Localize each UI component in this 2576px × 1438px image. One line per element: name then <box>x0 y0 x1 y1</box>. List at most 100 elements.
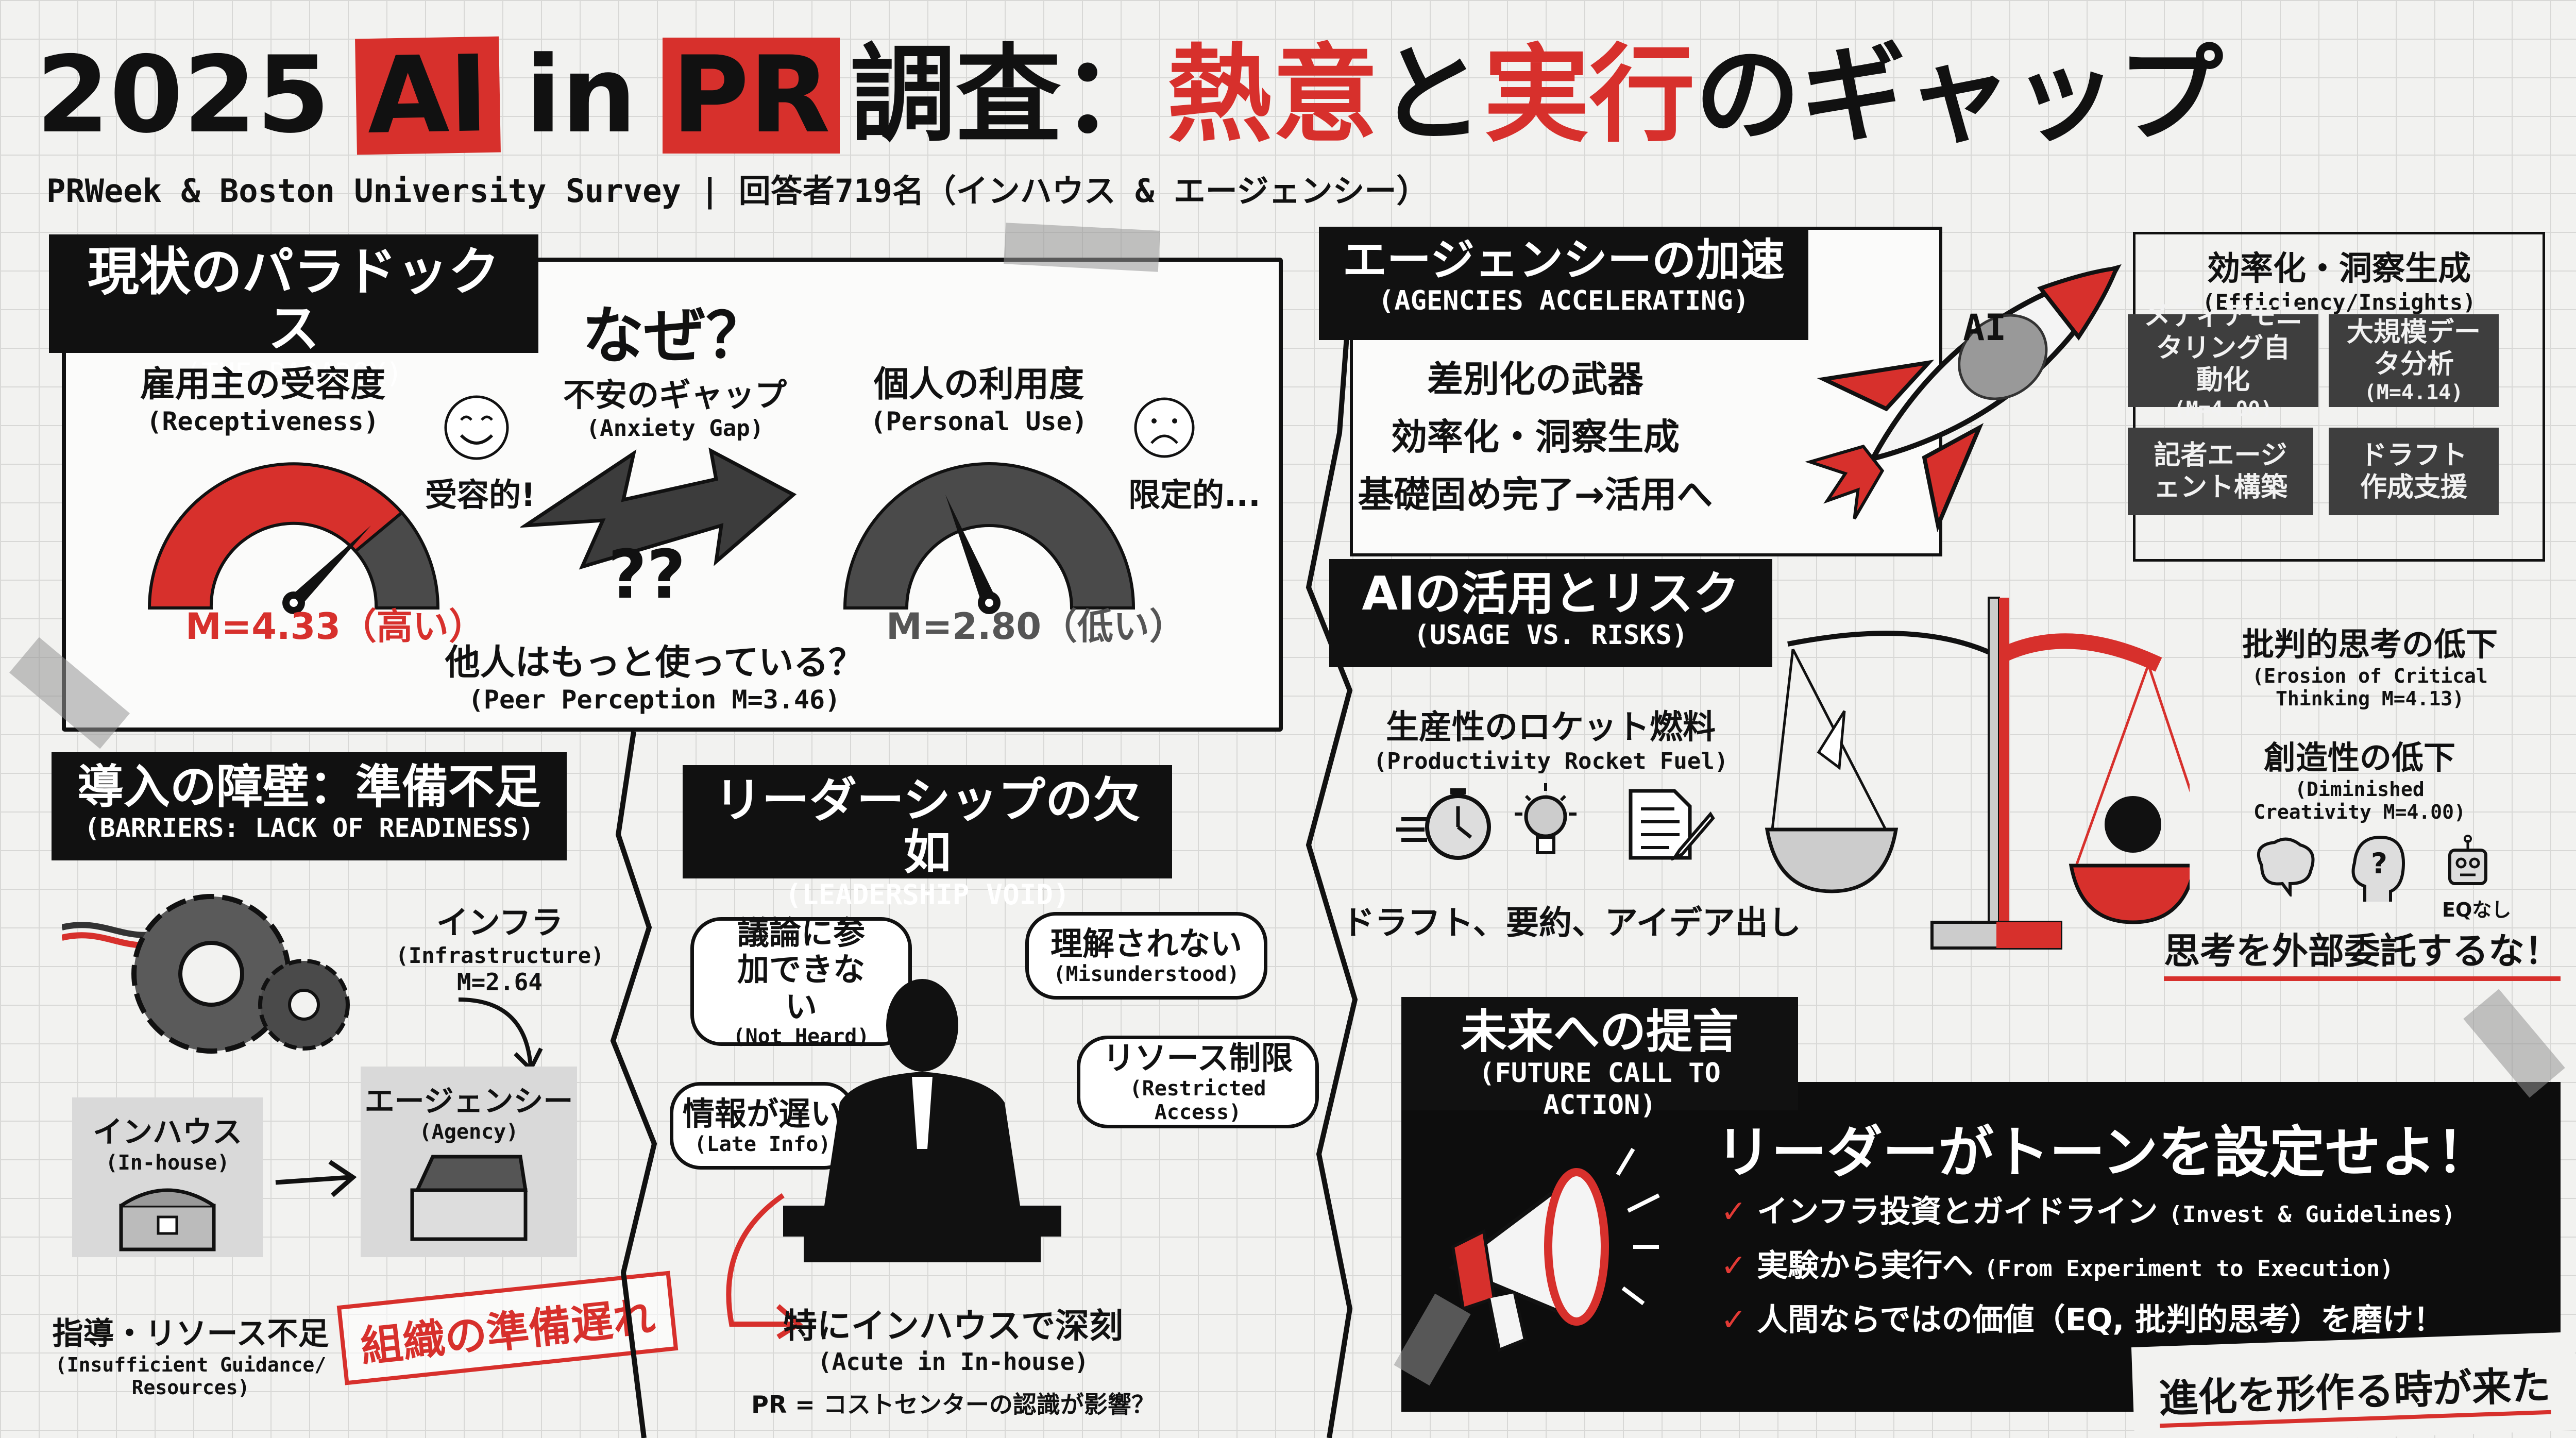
title-execution: 実行 <box>1483 33 1695 157</box>
sad-face-icon <box>1134 397 1195 458</box>
robot-icon <box>2448 835 2487 885</box>
checkmark-icon: ✓ <box>1721 1248 1747 1284</box>
future-header: 未来への提言 (FUTURE CALL TO ACTION) <box>1401 997 1798 1121</box>
svg-text:?: ? <box>2371 847 2387 880</box>
title-survey: 調査： <box>850 33 1167 157</box>
action-item: ✓人間ならではの価値（EQ, 批判的思考）を磨け！ <box>1721 1302 2445 1338</box>
tile-journalist-agent: 記者エージェント構築 <box>2128 428 2313 515</box>
red-curved-arrow-icon <box>726 1193 803 1340</box>
open-chest-icon <box>410 1155 528 1241</box>
paradox-subtitle: (THE PARADOX) <box>184 357 403 390</box>
torn-divider <box>1306 227 1358 1438</box>
why-title: なぜ？ <box>582 300 768 372</box>
tape-decoration <box>1004 223 1160 272</box>
paradox-header: 現状のパラドックス (THE PARADOX) <box>49 234 538 390</box>
barriers-header: 導入の障壁：準備不足 (BARRIERS: LACK OF READINESS) <box>52 752 567 860</box>
anxiety-gap-en: (Anxiety Gap) <box>586 415 764 442</box>
title-in: in <box>525 33 637 157</box>
cost-center-note: PR = コストセンターの認識が影響？ <box>751 1391 1155 1418</box>
tile-draft-support: ドラフト作成支援 <box>2329 428 2499 515</box>
ai-rocket-icon: AI <box>1805 264 2122 533</box>
leader-silhouette-icon <box>783 979 1061 1262</box>
point-foundation: 基礎固め完了→活用へ <box>1358 473 1713 516</box>
checkmark-icon: ✓ <box>1721 1194 1747 1230</box>
stopwatch-icon <box>1396 788 1491 860</box>
locked-chest-icon <box>119 1188 216 1251</box>
receptiveness-gauge <box>147 462 440 614</box>
future-headline: リーダーがトーンを設定せよ！ <box>1716 1121 2492 1185</box>
leadership-subtitle: (LEADERSHIP VOID) <box>785 878 1070 911</box>
title-passion: 熱意 <box>1166 33 1378 157</box>
action-item: ✓インフラ投資とガイドライン (Invest & Guidelines) <box>1721 1194 2455 1230</box>
action-item: ✓実験から実行へ (From Experiment to Execution) <box>1721 1248 2394 1284</box>
limited-mood-label: 限定的... <box>1128 476 1261 514</box>
right-arrow-icon <box>275 1160 357 1197</box>
insufficient-guidance: 指導・リソース不足 (Insufficient Guidance/ Resour… <box>52 1316 329 1399</box>
receptiveness-value: M=4.33（高い） <box>185 605 485 648</box>
title-pr-highlight: PR <box>662 37 840 154</box>
infrastructure-block: インフラ (Infrastructure) M=2.64 <box>392 896 608 996</box>
rocket-fuel: 生産性のロケット燃料 (Productivity Rocket Fuel) <box>1373 708 1728 774</box>
leadership-header: リーダーシップの欠如 (LEADERSHIP VOID) <box>683 765 1172 911</box>
risk-creativity: 創造性の低下 (Diminished Creativity M=4.00) <box>2253 739 2466 823</box>
point-efficiency: 効率化・洞察生成 <box>1391 416 1680 458</box>
action-list: ✓インフラ投資とガイドライン (Invest & Guidelines) ✓実験… <box>1721 1185 2455 1347</box>
infrastructure-value: M=2.64 <box>456 968 543 996</box>
barriers-title: 導入の障壁：準備不足 <box>77 760 541 814</box>
title-to: と <box>1378 33 1484 157</box>
question-head-icon: ? <box>2351 835 2405 902</box>
speech-bubble-not-heard: 議論に参加できない (Not Heard) <box>690 915 912 1048</box>
subtitle: PRWeek & Boston University Survey | 回答者7… <box>46 172 1429 210</box>
title-gap: のギャップ <box>1694 33 2223 157</box>
personal-use-gauge <box>843 462 1136 614</box>
no-eq-label: EQなし <box>2442 899 2512 921</box>
megaphone-icon <box>1449 1147 1660 1352</box>
receptive-mood-label: 受容的! <box>425 476 536 514</box>
broken-gears-icon <box>62 894 350 1054</box>
smiley-icon <box>444 395 509 460</box>
leadership-title: リーダーシップの欠如 <box>714 773 1141 881</box>
title-year: 2025 <box>36 33 330 157</box>
speech-bubble-late-info: 情報が遅い (Late Info) <box>670 1082 855 1170</box>
question-marks-icon: ?? <box>608 535 686 614</box>
peer-perception: 他人はもっと使っている？ (Peer Perception M=3.46) <box>445 642 864 715</box>
barriers-subtitle: (BARRIERS: LACK OF READINESS) <box>84 813 534 843</box>
tile-media-monitoring: メディアモニタリング自動化 (M=4.00) <box>2128 300 2318 421</box>
usage-header: AIの活用とリスク (USAGE VS. RISKS) <box>1329 559 1772 667</box>
agency-card: エージェンシー (Agency) <box>361 1067 577 1257</box>
speech-bubble-misunderstood: 理解されない (Misunderstood) <box>1025 912 1267 1000</box>
tape-decoration <box>2463 989 2565 1098</box>
lightbulb-icon <box>1515 783 1577 854</box>
why-block: なぜ？ 不安のギャップ (Anxiety Gap) <box>541 304 809 442</box>
usage-title: AIの活用とリスク <box>1362 567 1740 621</box>
inhouse-card: インハウス (In-house) <box>72 1097 263 1257</box>
brain-icon <box>2257 837 2315 896</box>
agencies-subtitle: (AGENCIES ACCELERATING) <box>1378 285 1750 316</box>
risk-critical-thinking: 批判的思考の低下 (Erosion of Critical Thinking M… <box>2242 625 2498 710</box>
curved-arrow-icon <box>458 997 543 1073</box>
zigzag-arrow-icon <box>520 447 797 570</box>
efficiency-title: 効率化・洞察生成 (Efficiency/Insights) <box>2202 250 2476 315</box>
agencies-header: エージェンシーの加速 (AGENCIES ACCELERATING) <box>1319 227 1808 340</box>
future-subtitle: (FUTURE CALL TO ACTION) <box>1479 1058 1721 1121</box>
usage-tasks: ドラフト、要約、アイデア出し <box>1342 904 1801 942</box>
employer-label: 雇用主の受容度 (Receptiveness) <box>140 364 385 436</box>
acute-inhouse: 特にインハウスで深刻 (Acute in In-house) <box>783 1306 1123 1376</box>
tile-big-data: 大規模データ分析 (M=4.14) <box>2329 314 2499 407</box>
future-title: 未来への提言 <box>1461 1005 1739 1059</box>
personal-label: 個人の利用度 (Personal Use) <box>870 364 1088 436</box>
paradox-title: 現状のパラドックス <box>88 242 500 359</box>
usage-subtitle: (USAGE VS. RISKS) <box>1413 620 1688 651</box>
document-pen-icon <box>1629 789 1715 860</box>
agencies-title: エージェンシーの加速 <box>1342 234 1785 286</box>
anxiety-gap-label: 不安のギャップ <box>563 376 787 414</box>
checkmark-icon: ✓ <box>1721 1302 1747 1338</box>
point-differentiation: 差別化の武器 <box>1427 358 1643 400</box>
speech-bubble-restricted-access: リソース制限 (Restricted Access) <box>1077 1036 1319 1128</box>
svg-text:AI: AI <box>1963 307 2006 349</box>
personal-use-value: M=2.80（低い） <box>886 605 1186 648</box>
balance-scale-icon <box>1765 597 2190 950</box>
main-title: 2025 AI in PR 調査： 熱意 と 実行 のギャップ <box>36 28 2223 162</box>
torn-divider <box>610 732 657 1438</box>
outsource-warning: 思考を外部委託するな！ <box>2164 922 2561 981</box>
